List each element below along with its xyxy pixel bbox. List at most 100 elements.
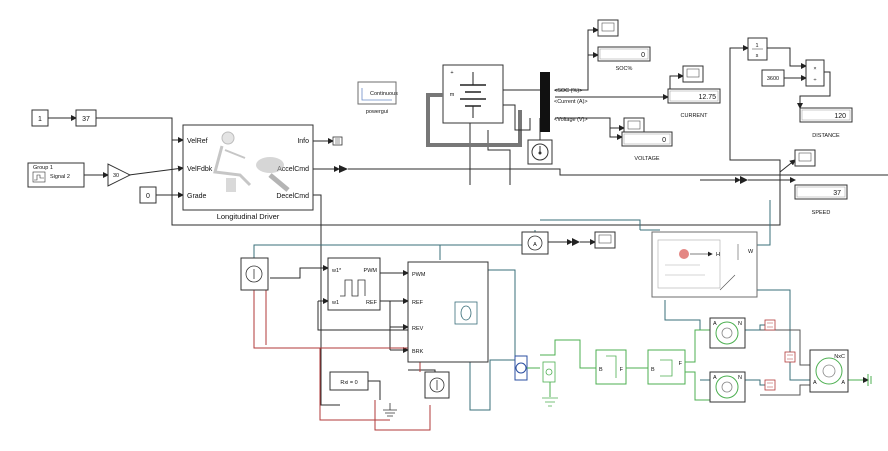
driver-input-velfdbk: VelFdbk — [187, 166, 213, 173]
pwm-input-ref: w1* — [331, 268, 342, 274]
ground-symbol-1 — [383, 403, 397, 417]
simple-gear-block[interactable]: B F — [595, 349, 627, 385]
signal-wires — [48, 27, 888, 406]
svg-text:s: s — [756, 53, 759, 59]
speed-label: SPEED — [812, 210, 831, 216]
current-value: 12.75 — [698, 94, 716, 101]
powergui-mode: Continuous — [370, 91, 398, 97]
svg-text:B: B — [651, 367, 655, 373]
svg-text:F: F — [679, 361, 683, 367]
signal-builder-title: Group 1 — [33, 165, 53, 171]
voltage-value: 0 — [662, 137, 666, 144]
soc-display: 0 SOC% — [597, 46, 651, 72]
powergui-label: powergui — [366, 109, 388, 115]
motor-current-scope[interactable] — [594, 231, 616, 249]
svg-text:A: A — [713, 375, 717, 381]
signal-builder-block[interactable]: Group 1 Signal 2 — [27, 162, 85, 188]
constant-1-block[interactable]: 1 — [31, 109, 49, 127]
tire-rear-block[interactable]: A N — [709, 371, 746, 403]
current-scope[interactable] — [682, 65, 704, 83]
vehicle-body-block[interactable]: H W — [651, 231, 758, 298]
svg-text:0: 0 — [146, 193, 150, 200]
speed-reference-source[interactable] — [240, 257, 269, 291]
product-block[interactable]: × ÷ — [805, 59, 825, 87]
ground-green — [867, 374, 872, 386]
svg-text:A: A — [813, 380, 817, 386]
controller-input-pwm: PWM — [412, 272, 426, 278]
info-terminator — [332, 136, 343, 146]
controller-input-ref: REF — [412, 300, 424, 306]
pwm-input-fdbk: w1 — [331, 300, 339, 306]
soc-scope[interactable] — [597, 19, 619, 37]
ammeter-block[interactable]: A — [521, 231, 549, 255]
pwm-block[interactable]: w1* w1 PWM REF — [327, 257, 381, 311]
distance-label: DISTANCE — [812, 133, 840, 139]
powergui-block[interactable]: Continuous powergui — [357, 81, 398, 115]
svg-text:A: A — [841, 380, 845, 386]
bus-signal-voltage: <Voltage (V)> — [554, 117, 588, 123]
distance-display: 120 DISTANCE — [799, 107, 853, 139]
vehicle-body-side-label: H — [716, 252, 720, 258]
differential-block[interactable]: B F — [647, 349, 686, 385]
svg-text:A: A — [713, 321, 717, 327]
svg-text:37: 37 — [82, 116, 90, 123]
controller-input-rev: REV — [412, 326, 424, 332]
tire-connector-3 — [784, 351, 796, 363]
driver-input-grade: Grade — [187, 193, 207, 200]
driver-figure-icon — [213, 131, 290, 192]
soc-value: 0 — [641, 52, 645, 59]
tire-connector-1 — [764, 319, 776, 331]
svg-text:m: m — [450, 92, 455, 98]
svg-text:A: A — [533, 242, 537, 248]
distance-value: 120 — [834, 113, 846, 120]
svg-text:30: 30 — [113, 173, 119, 179]
rotational-reference — [542, 361, 558, 407]
voltage-label: VOLTAGE — [634, 156, 659, 162]
divide-block[interactable]: 1 s — [747, 37, 768, 61]
tire-front-block[interactable]: A N — [709, 317, 746, 349]
current-display: 12.75 CURRENT — [667, 88, 721, 119]
pwm-output-ref: REF — [366, 300, 378, 306]
signal-builder-output: Signal 2 — [50, 174, 70, 180]
constant-3600-block[interactable]: 3600 — [761, 69, 785, 87]
driver-output-accelcmd: AccelCmd — [277, 166, 309, 173]
svg-text:3600: 3600 — [767, 76, 779, 82]
svg-text:1: 1 — [755, 43, 758, 49]
gain-37-block[interactable]: 37 — [75, 109, 97, 127]
svg-text:1: 1 — [38, 116, 42, 123]
h-bridge-controller-block[interactable]: PWM REF REV BRK — [407, 261, 489, 363]
goto-marker-current — [572, 238, 580, 246]
bus-signal-current: <Current (A)> — [554, 99, 588, 105]
controller-input-brk: BRK — [412, 349, 424, 355]
dc-motor-block[interactable] — [514, 355, 540, 381]
speed-scope[interactable] — [794, 149, 816, 167]
tire-main-block[interactable]: NxC A A — [809, 349, 849, 393]
svg-text:B: B — [599, 367, 603, 373]
soc-label: SOC% — [616, 66, 633, 72]
physical-wires — [253, 200, 869, 431]
longitudinal-driver-block[interactable]: VelRef VelFdbk Grade Info AccelCmd Decel… — [182, 124, 314, 221]
svg-text:N: N — [738, 375, 742, 381]
svg-text:÷: ÷ — [813, 77, 816, 83]
pwm-output-pwm: PWM — [364, 268, 378, 274]
driver-output-decelcmd: DecelCmd — [276, 193, 309, 200]
driver-output-info: Info — [297, 138, 309, 145]
accelcmd-goto — [339, 165, 348, 173]
constant-0-block[interactable]: 0 — [139, 186, 157, 204]
pwm-wave-icon — [340, 279, 366, 297]
vehicle-body-top-label: W — [748, 249, 754, 255]
rxi-constant-block[interactable]: Rxi = 0 — [329, 371, 369, 391]
bus-selector-block[interactable]: <SOC (%)> <Current (A)> <Voltage (V)> — [540, 72, 588, 132]
gain-30-block[interactable]: 30 — [107, 163, 132, 187]
svg-text:+: + — [450, 70, 453, 76]
voltage-sensor-block[interactable] — [527, 139, 553, 165]
driver-label: Longitudinal Driver — [217, 212, 280, 221]
goto-marker-speed — [740, 176, 748, 184]
driver-input-velref: VelRef — [187, 138, 208, 145]
battery-connection — [426, 93, 522, 147]
battery-block[interactable]: + m — [442, 64, 504, 124]
voltage-display: 0 VOLTAGE — [621, 131, 673, 162]
dc-source-block[interactable] — [424, 371, 450, 399]
bus-signal-soc: <SOC (%)> — [554, 88, 582, 94]
